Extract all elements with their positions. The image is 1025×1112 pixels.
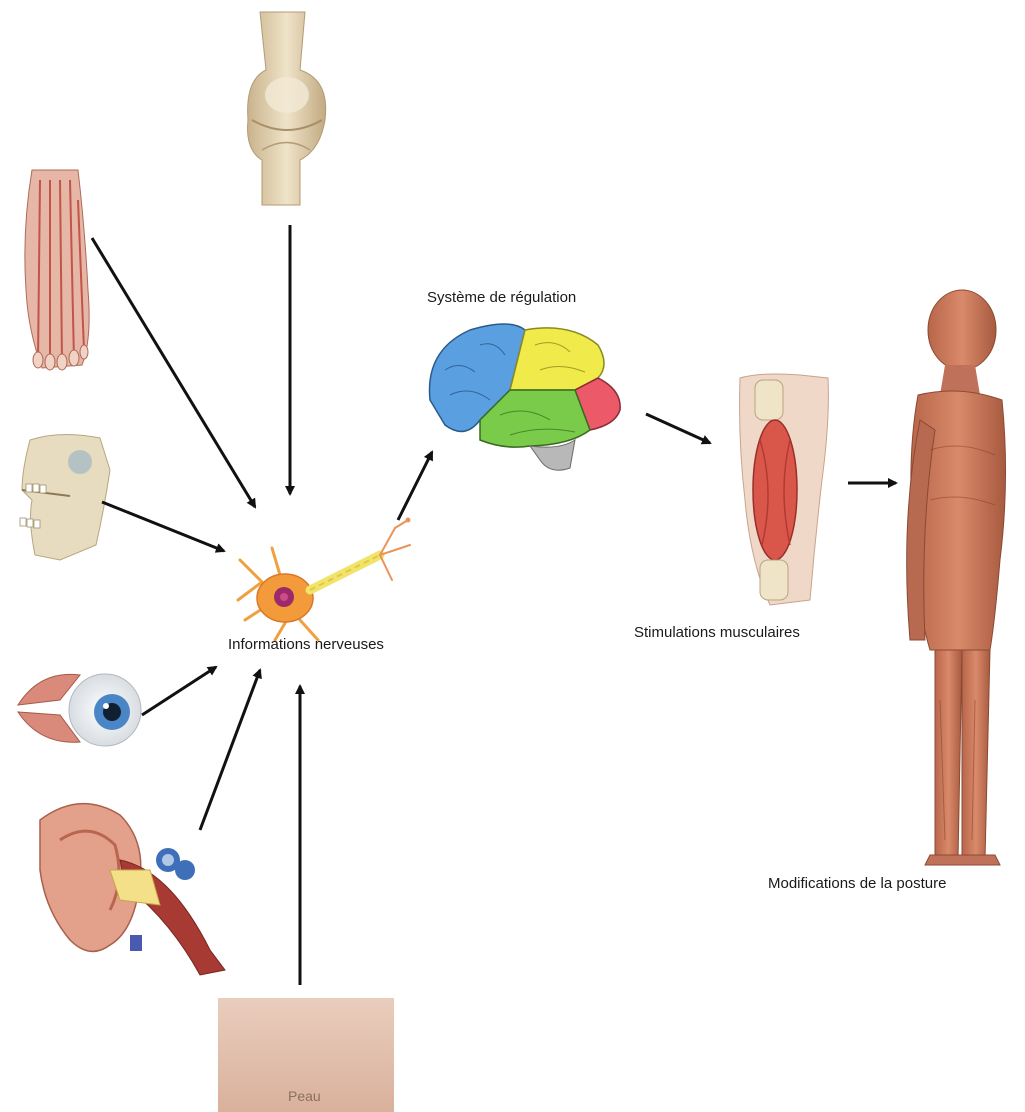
label-regulation-system: Système de régulation [427,289,576,306]
foot-image [25,170,89,370]
label-posture-changes: Modifications de la posture [768,875,946,892]
brain-image [430,324,621,470]
knee-joint-image [248,12,326,205]
arrow-ear-to-neuron [200,670,260,830]
arrow-jaw-to-neuron [102,502,224,551]
label-muscle-stimulation: Stimulations musculaires [634,624,800,641]
ear-image [40,804,225,975]
arm-muscle-image [740,374,829,605]
label-skin: Peau [288,1088,321,1104]
jaw-image [20,434,110,560]
arrow-foot-to-neuron [92,238,255,507]
eye-image [18,674,141,746]
arrow-brain-to-muscle [646,414,710,443]
label-nerve-information: Informations nerveuses [228,636,384,653]
human-body-image [907,290,1006,865]
arrow-eye-to-neuron [142,667,216,715]
arrow-neuron-to-brain [398,452,432,520]
neuron-image [238,518,411,641]
